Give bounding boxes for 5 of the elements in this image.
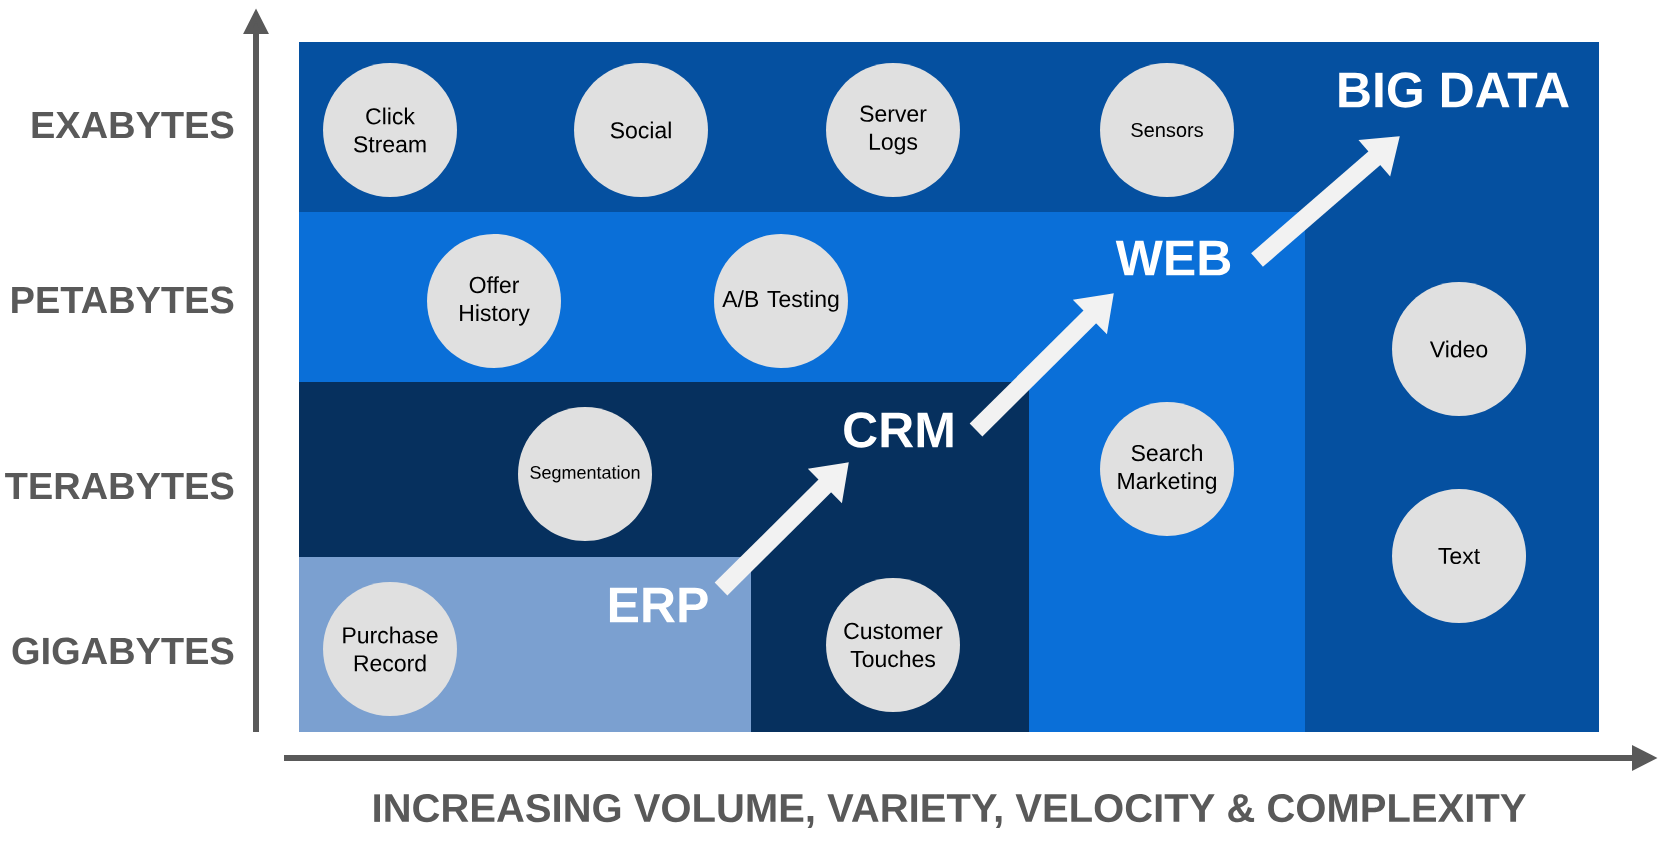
axis-label: TERABYTES [5,472,234,500]
axis-label: EXABYTES [32,111,234,139]
axis-label: INCREASING VOLUME, VARIETY, VELOCITY & COMPLEXITY [374,793,1526,829]
axis-label: GIGABYTES [12,637,234,665]
axis-label: PETABYTES [12,286,234,314]
